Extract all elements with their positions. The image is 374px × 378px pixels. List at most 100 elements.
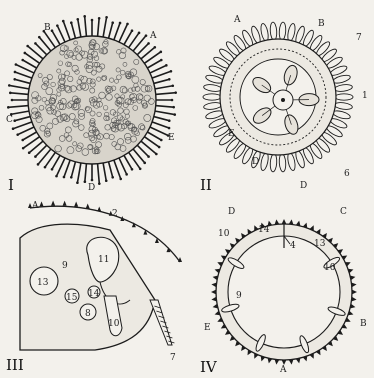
tentacle-tip	[91, 19, 94, 22]
tentacle	[113, 23, 120, 42]
tentacle-tip	[138, 32, 141, 35]
tentacle-tip	[131, 168, 134, 171]
tentacle-tip	[7, 106, 10, 109]
tentacle-tip	[131, 29, 134, 32]
tentacle-tip	[15, 63, 18, 66]
tentacle-tip	[154, 46, 157, 49]
figure-iv-label-10-left: 10	[218, 229, 230, 239]
tentacle-tip	[171, 99, 174, 102]
outer-petal	[334, 84, 353, 93]
outer-petal	[279, 22, 287, 40]
marginal-tooth	[352, 290, 357, 295]
tentacle	[108, 160, 113, 177]
marginal-tooth	[86, 204, 90, 209]
figure-iv-label-c: C	[340, 207, 347, 217]
outer-petal	[334, 102, 353, 111]
tentacle-tip	[170, 70, 173, 73]
figure-iii: A 2 9 11 13 15 14 8 10 7 III	[6, 201, 182, 374]
tentacle-tip	[155, 153, 158, 156]
tentacle-tip	[38, 36, 41, 39]
tentacle-tip	[105, 16, 108, 19]
outer-petal	[270, 154, 278, 172]
tentacle-tip	[174, 91, 177, 94]
tentacle	[11, 111, 31, 114]
tentacle-tip	[173, 113, 176, 116]
figure-iv-label-d: D	[228, 207, 235, 217]
tentacle-tip	[168, 127, 171, 130]
tentacle-tip	[111, 176, 114, 179]
tentacle-tip	[13, 78, 16, 81]
figure-iii-stalk	[150, 300, 172, 345]
figure-iii-label-2: 2	[112, 209, 118, 219]
tentacle-tip	[84, 180, 87, 183]
figure-iii-label-10: 10	[108, 319, 120, 329]
tentacle	[154, 93, 176, 95]
figure-ii-label-1: 1	[362, 91, 368, 101]
tentacle-tip	[105, 179, 108, 182]
tentacle-tip	[14, 71, 17, 74]
tentacle-tip	[98, 182, 101, 185]
tentacle	[152, 79, 169, 84]
tentacle	[153, 111, 175, 115]
tentacle	[78, 19, 81, 39]
outer-petal	[203, 84, 222, 93]
tentacle	[15, 72, 34, 79]
figure-ii-core-dot	[281, 98, 285, 102]
figure-i-label-c: C	[6, 115, 13, 125]
tentacle-tip	[9, 92, 12, 95]
tentacle-tip	[21, 59, 24, 62]
tentacle-tip	[62, 20, 65, 23]
figure-iv-label-e: E	[204, 323, 211, 333]
tentacle-tip	[55, 175, 58, 178]
tentacle-tip	[51, 168, 54, 171]
figure-iv-label-9: 9	[236, 291, 242, 301]
figure-iv-inner-ring	[228, 236, 340, 348]
tentacle	[8, 105, 30, 107]
tentacle-tip	[26, 45, 29, 48]
tentacle	[63, 21, 71, 42]
figure-i-numeral: I	[8, 176, 14, 194]
tentacle	[113, 158, 121, 179]
marginal-tooth	[40, 201, 44, 206]
tentacle-tip	[37, 163, 40, 166]
outer-petal	[260, 152, 270, 171]
tentacle-tip	[34, 42, 37, 45]
tentacle-tip	[119, 178, 122, 181]
figure-iv-label-4: 4	[290, 241, 296, 251]
tentacle-tip	[145, 34, 148, 37]
outer-petal	[286, 23, 296, 42]
marginal-tooth	[51, 201, 55, 206]
tentacle-tip	[51, 29, 54, 32]
tentacle-tip	[63, 176, 66, 179]
tentacle	[77, 161, 81, 183]
tentacle	[150, 121, 169, 128]
tentacle-tip	[143, 162, 146, 165]
tentacle	[154, 105, 174, 107]
tentacle-tip	[111, 21, 114, 24]
tentacle-tip	[158, 146, 161, 149]
tentacle-tip	[165, 64, 168, 67]
figure-i-label-b: B	[44, 23, 51, 33]
tentacle-tip	[98, 17, 101, 20]
outer-petal	[203, 94, 221, 100]
tentacle	[28, 46, 45, 60]
figure-iii-numeral: III	[6, 356, 24, 374]
figure-iii-label-a: A	[31, 201, 39, 211]
figure-ii-label-e: E	[228, 129, 235, 139]
tentacle	[97, 162, 99, 184]
outer-petal	[270, 22, 278, 40]
figure-ii-label-6: 6	[344, 169, 350, 179]
tentacle	[64, 158, 71, 177]
figure-iii-label-15: 15	[66, 293, 78, 303]
figure-i-label-a: A	[149, 31, 157, 41]
figure-iv-label-14: 14	[258, 225, 270, 235]
tentacle-tip	[44, 166, 47, 169]
figure-iv-label-b: B	[360, 319, 367, 329]
tentacle	[132, 36, 146, 53]
tentacle-tip	[11, 99, 14, 102]
tentacle	[103, 17, 107, 39]
outer-petal	[260, 23, 270, 42]
figure-i: B A C E D I	[6, 15, 177, 194]
tentacle-tip	[28, 151, 31, 154]
tentacle-tip	[21, 139, 24, 142]
